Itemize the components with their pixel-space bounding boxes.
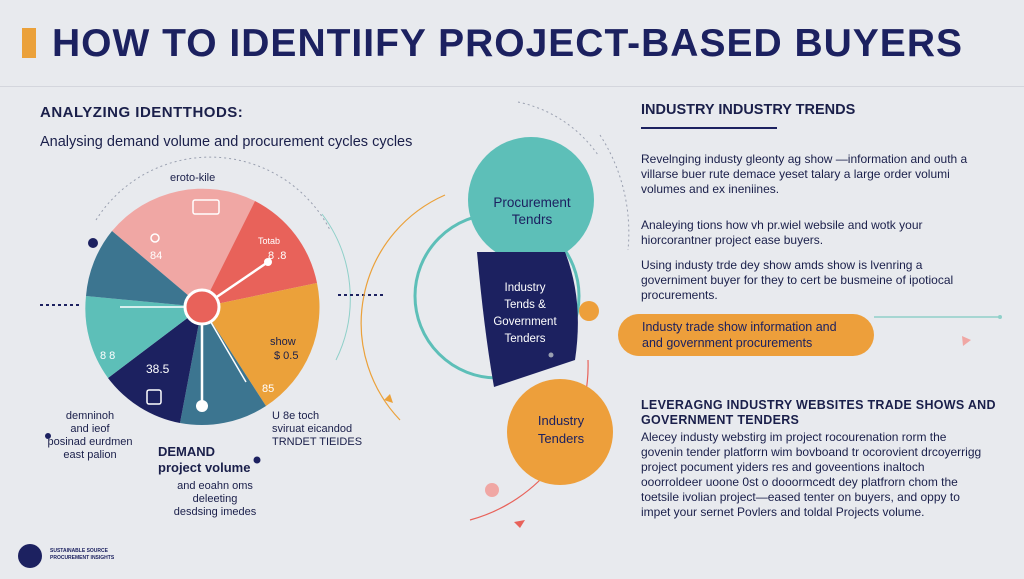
title-accent-bar [22,28,36,58]
right-paragraph-1: Revelnging industy gleonty ag show —info… [641,152,968,196]
center-arc-top [517,101,599,156]
left-subtitle: Analysing demand volume and procurement … [40,134,413,150]
pie-slice-steel-left [86,231,202,307]
pie-label-c: 8 .8 [268,250,287,262]
pie-slice-navy [108,307,202,423]
pie-slice-pink [112,188,255,307]
header-divider [0,86,1024,87]
pie-center-dot [183,288,221,326]
industry-tenders-circle [507,379,613,485]
brand-logo-text: SUSTAINABLE SOURCE PROCUREMENT INSIGHTS [50,548,115,561]
right-heading-underline [641,127,777,129]
right-heading: INDUSTRY INDUSTRY TRENDS [641,102,856,118]
pie-label-h: 85 [262,383,275,395]
pie-label-a: 84 [150,250,163,262]
pie-chart [85,188,320,426]
right-side-note: U 8e toch sviruat eicandod TRNDET TIEIDE… [272,410,363,448]
industry-tenders-label: Industry Tenders [537,413,585,446]
pie-top-label: eroto-kile [170,172,216,184]
procurement-tenders-label: Procurement Tendrs [493,195,571,227]
center-arc-left [360,194,446,421]
demand-subtitle: and eoahn oms deleeting desdsing imedes [173,480,257,518]
pie-label-b: Totab [258,236,281,246]
demand-title: DEMAND project volume [158,444,251,475]
industry-government-label: Industry Tends & Government Tenders [493,282,557,345]
left-side-note: demninoh and ieof posinad eurdmen east p… [47,410,133,461]
pie-outer-arc-right [321,213,351,361]
left-heading: ANALYZING IDENTTHODS: [40,104,244,121]
right-paragraph-3: Using industy trde dey show amds show is… [641,258,954,302]
brand-logo-icon [18,544,42,568]
bottom-paragraph: Alecey industy webstirg im project rocou… [641,430,982,519]
pie-label-d: show [270,336,296,348]
pie-slice-teal [85,296,202,378]
bottom-heading: LEVERAGNG INDUSTRY WEBSITES TRADE SHOWS … [641,398,996,427]
pie-outer-arc [95,156,331,231]
pie-label-f: 8 8 [100,350,116,362]
procurement-circle [468,137,594,263]
pie-label-g: 38.5 [146,362,170,376]
pie-slice-orange [202,283,320,406]
page-title: HOW TO IDENTIIFY PROJECT-BASED BUYERS [52,22,963,65]
pie-slice-coral [202,201,317,307]
pie-label-e: $ 0.5 [274,350,299,362]
highlight-pill: Industy trade show information and and g… [618,314,874,356]
right-paragraph-2: Analeying tions how vh pr.wiel websile a… [641,218,923,247]
